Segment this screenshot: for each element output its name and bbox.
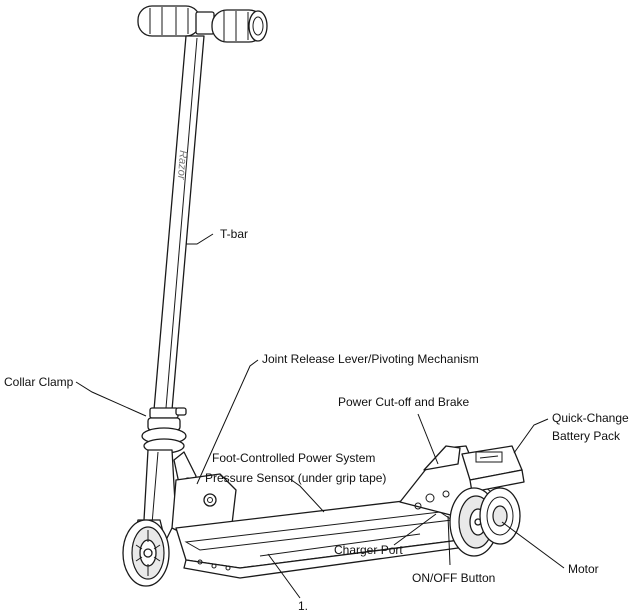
label-pressure-sensor: Pressure Sensor (under grip tape) [205, 471, 386, 485]
t-bar-tube: Razor [153, 35, 205, 411]
collar-clamp-part [141, 407, 187, 454]
label-joint-release: Joint Release Lever/Pivoting Mechanism [262, 352, 479, 366]
label-motor: Motor [568, 562, 599, 576]
label-on-off: ON/OFF Button [412, 571, 495, 585]
label-quick-change: Quick-Change [552, 411, 629, 425]
label-power-cutoff: Power Cut-off and Brake [338, 395, 470, 409]
label-collar-clamp: Collar Clamp [4, 375, 74, 389]
label-t-bar: T-bar [220, 227, 248, 241]
battery-pack-part [461, 445, 525, 493]
label-charger-port: Charger Port [334, 543, 403, 557]
label-foot-controlled: Foot-Controlled Power System [212, 451, 375, 465]
handlebar [137, 5, 268, 43]
motor-part [479, 487, 521, 545]
label-battery-pack: Battery Pack [552, 429, 621, 443]
front-wheel [122, 519, 170, 587]
label-number-1: 1. [298, 599, 308, 613]
t-bar-logo: Razor [175, 150, 189, 181]
leader-lines [75, 233, 565, 599]
